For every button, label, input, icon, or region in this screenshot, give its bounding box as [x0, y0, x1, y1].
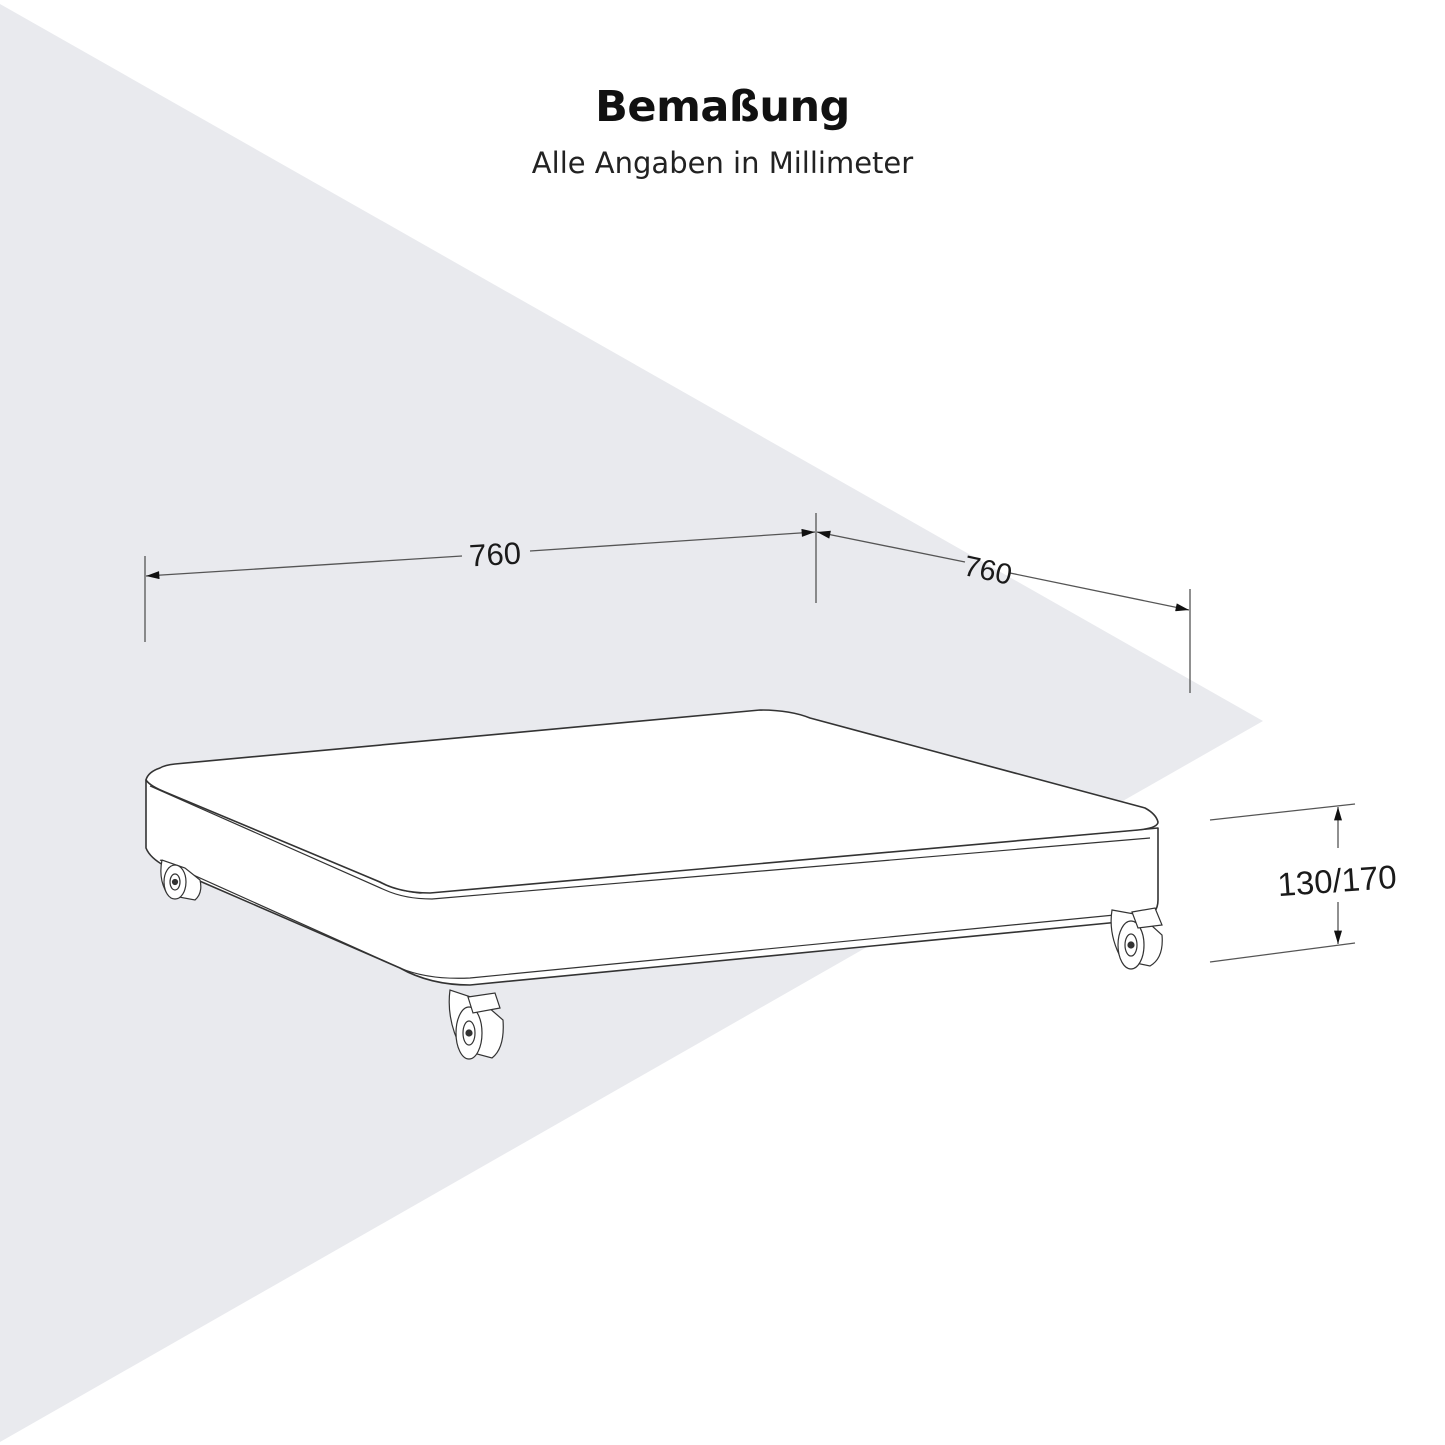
width-dimension: [144, 513, 817, 642]
castor-wheel-right: [1110, 907, 1163, 970]
castor-wheel-front: [448, 989, 504, 1060]
page-title: Bemaßung: [595, 82, 850, 132]
width-dimension-label: 760: [468, 535, 522, 573]
height-dimension-label: 130/170: [1276, 858, 1398, 903]
castor-wheel-back-left: [160, 859, 202, 901]
height-dimension: [1209, 803, 1356, 963]
page-subtitle: Alle Angaben in Millimeter: [531, 146, 914, 180]
base-plate: [145, 709, 1159, 986]
depth-dimension: [816, 530, 1191, 693]
